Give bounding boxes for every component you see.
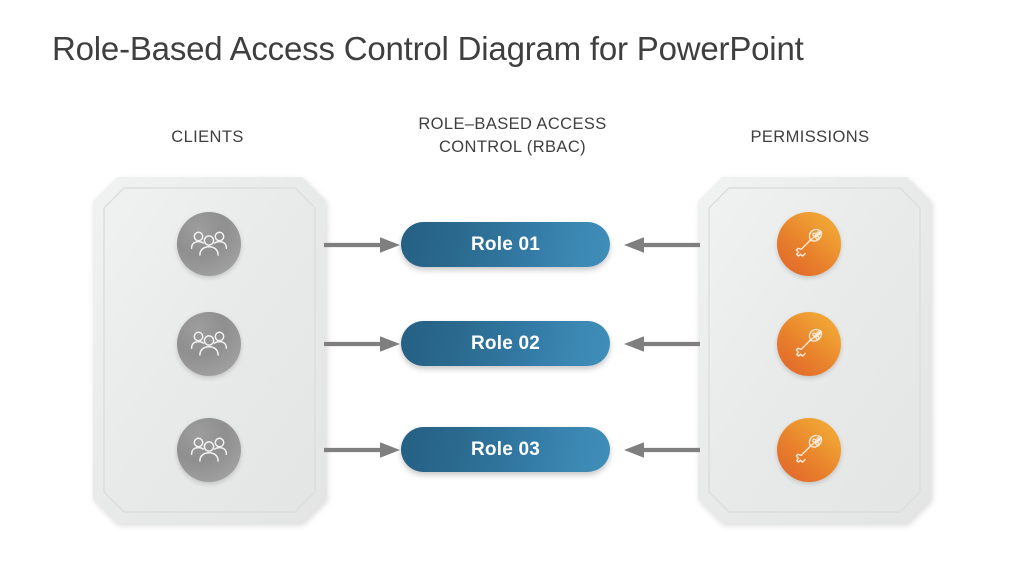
- permission-node-3[interactable]: [777, 418, 841, 482]
- role-pill-label: Role 02: [471, 332, 540, 354]
- arrow-permissions-to-role-2: [616, 333, 700, 355]
- role-pill-label: Role 03: [471, 438, 540, 460]
- role-pill-3[interactable]: Role 03: [401, 427, 610, 472]
- arrow-clients-to-role-2: [324, 333, 402, 355]
- arrow-clients-to-role-1: [324, 234, 402, 256]
- permission-node-1[interactable]: [777, 212, 841, 276]
- arrow-permissions-to-role-3: [616, 439, 700, 461]
- people-group-icon: [190, 229, 228, 259]
- people-group-icon: [190, 435, 228, 465]
- role-pill-label: Role 01: [471, 233, 540, 255]
- arrow-clients-to-role-3: [324, 439, 402, 461]
- column-header-clients: CLIENTS: [171, 128, 244, 146]
- column-header-rbac: ROLE–BASED ACCESS CONTROL (RBAC): [385, 113, 640, 159]
- column-header-permissions: PERMISSIONS: [750, 128, 870, 146]
- people-group-icon: [190, 329, 228, 359]
- key-icon: [791, 432, 827, 468]
- column-header-rbac-line2: CONTROL (RBAC): [438, 138, 587, 156]
- client-node-2[interactable]: [177, 312, 241, 376]
- role-pill-1[interactable]: Role 01: [401, 222, 610, 267]
- key-icon: [791, 326, 827, 362]
- key-icon: [791, 226, 827, 262]
- role-pill-2[interactable]: Role 02: [401, 321, 610, 366]
- client-node-3[interactable]: [177, 418, 241, 482]
- arrow-permissions-to-role-1: [616, 234, 700, 256]
- client-node-1[interactable]: [177, 212, 241, 276]
- page-title: Role-Based Access Control Diagram for Po…: [52, 30, 804, 67]
- column-header-rbac-line1: ROLE–BASED ACCESS: [418, 115, 607, 133]
- permission-node-2[interactable]: [777, 312, 841, 376]
